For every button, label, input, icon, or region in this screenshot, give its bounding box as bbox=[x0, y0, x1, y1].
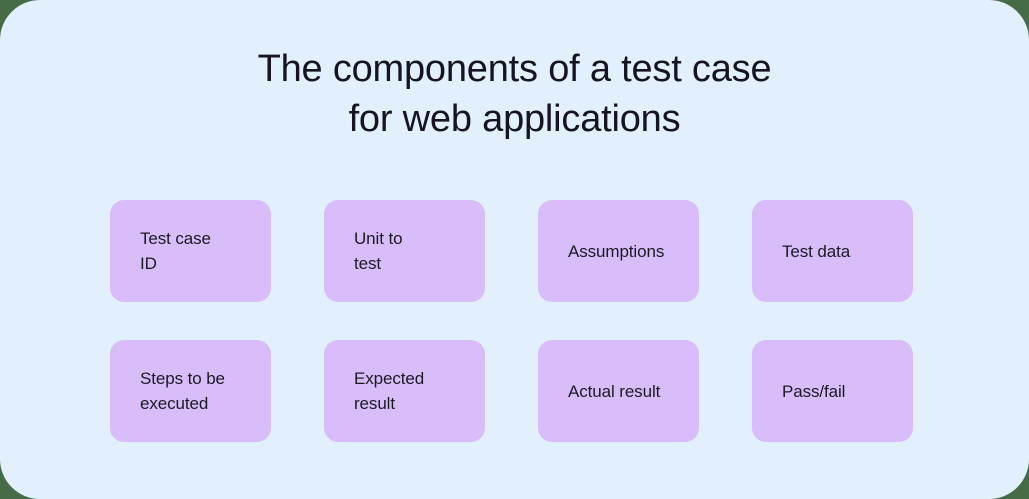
card-label: Unit to test bbox=[354, 229, 403, 273]
card-label: Steps to be executed bbox=[140, 369, 225, 413]
card-label: Actual result bbox=[568, 381, 661, 401]
card-label: Test data bbox=[782, 241, 851, 261]
component-card-grid: Test case ID Unit to test Assumptions Te… bbox=[110, 200, 913, 442]
diagram-title: The components of a test case for web ap… bbox=[257, 48, 772, 140]
component-card-assumptions: Assumptions bbox=[538, 200, 699, 302]
card-label: Pass/fail bbox=[782, 381, 846, 401]
component-card-actual-result: Actual result bbox=[538, 340, 699, 442]
component-card-test-case-id: Test case ID bbox=[110, 200, 271, 302]
card-label: Test case ID bbox=[140, 229, 211, 273]
component-card-steps-to-be-executed: Steps to be executed bbox=[110, 340, 271, 442]
card-label: Assumptions bbox=[568, 241, 665, 261]
component-card-expected-result: Expected result bbox=[324, 340, 485, 442]
card-label: Expected result bbox=[354, 369, 425, 413]
component-card-test-data: Test data bbox=[752, 200, 913, 302]
component-card-pass-fail: Pass/fail bbox=[752, 340, 913, 442]
component-card-unit-to-test: Unit to test bbox=[324, 200, 485, 302]
